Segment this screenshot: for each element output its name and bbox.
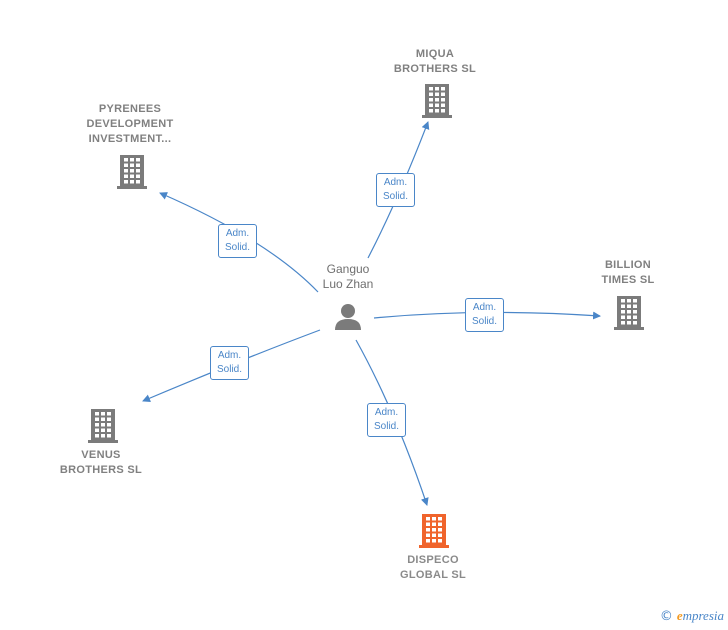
building-icon-billion[interactable] <box>614 296 644 330</box>
company-label-venus[interactable]: VENUS BROTHERS SL <box>59 449 143 476</box>
edge-label-miqua: Adm. Solid. <box>376 173 416 207</box>
building-icon-miqua[interactable] <box>422 84 452 118</box>
edge-label-billion: Adm. Solid. <box>465 298 505 332</box>
company-label-pyrenees[interactable]: PYRENEES DEVELOPMENT INVESTMENT... <box>86 103 174 145</box>
company-label-dispeco[interactable]: DISPECO GLOBAL SL <box>399 554 467 581</box>
building-icon-venus[interactable] <box>88 409 118 443</box>
person-icon[interactable] <box>335 304 361 330</box>
building-icon-pyrenees[interactable] <box>117 155 147 189</box>
building-icon-dispeco[interactable] <box>419 514 449 548</box>
edge-label-pyrenees: Adm. Solid. <box>218 224 258 258</box>
copyright-icon: © <box>659 609 673 624</box>
company-label-billion[interactable]: BILLION TIMES SL <box>601 259 655 286</box>
brand-logo-e: e <box>676 608 683 623</box>
edge-label-venus: Adm. Solid. <box>210 346 250 380</box>
person-name[interactable]: Ganguo Luo Zhan <box>322 262 374 291</box>
company-label-miqua[interactable]: MIQUA BROTHERS SL <box>393 48 477 75</box>
brand-logo-text: mpresia <box>682 608 724 623</box>
copyright-footer: ©empresia <box>660 608 724 624</box>
edge-label-dispeco: Adm. Solid. <box>367 403 407 437</box>
